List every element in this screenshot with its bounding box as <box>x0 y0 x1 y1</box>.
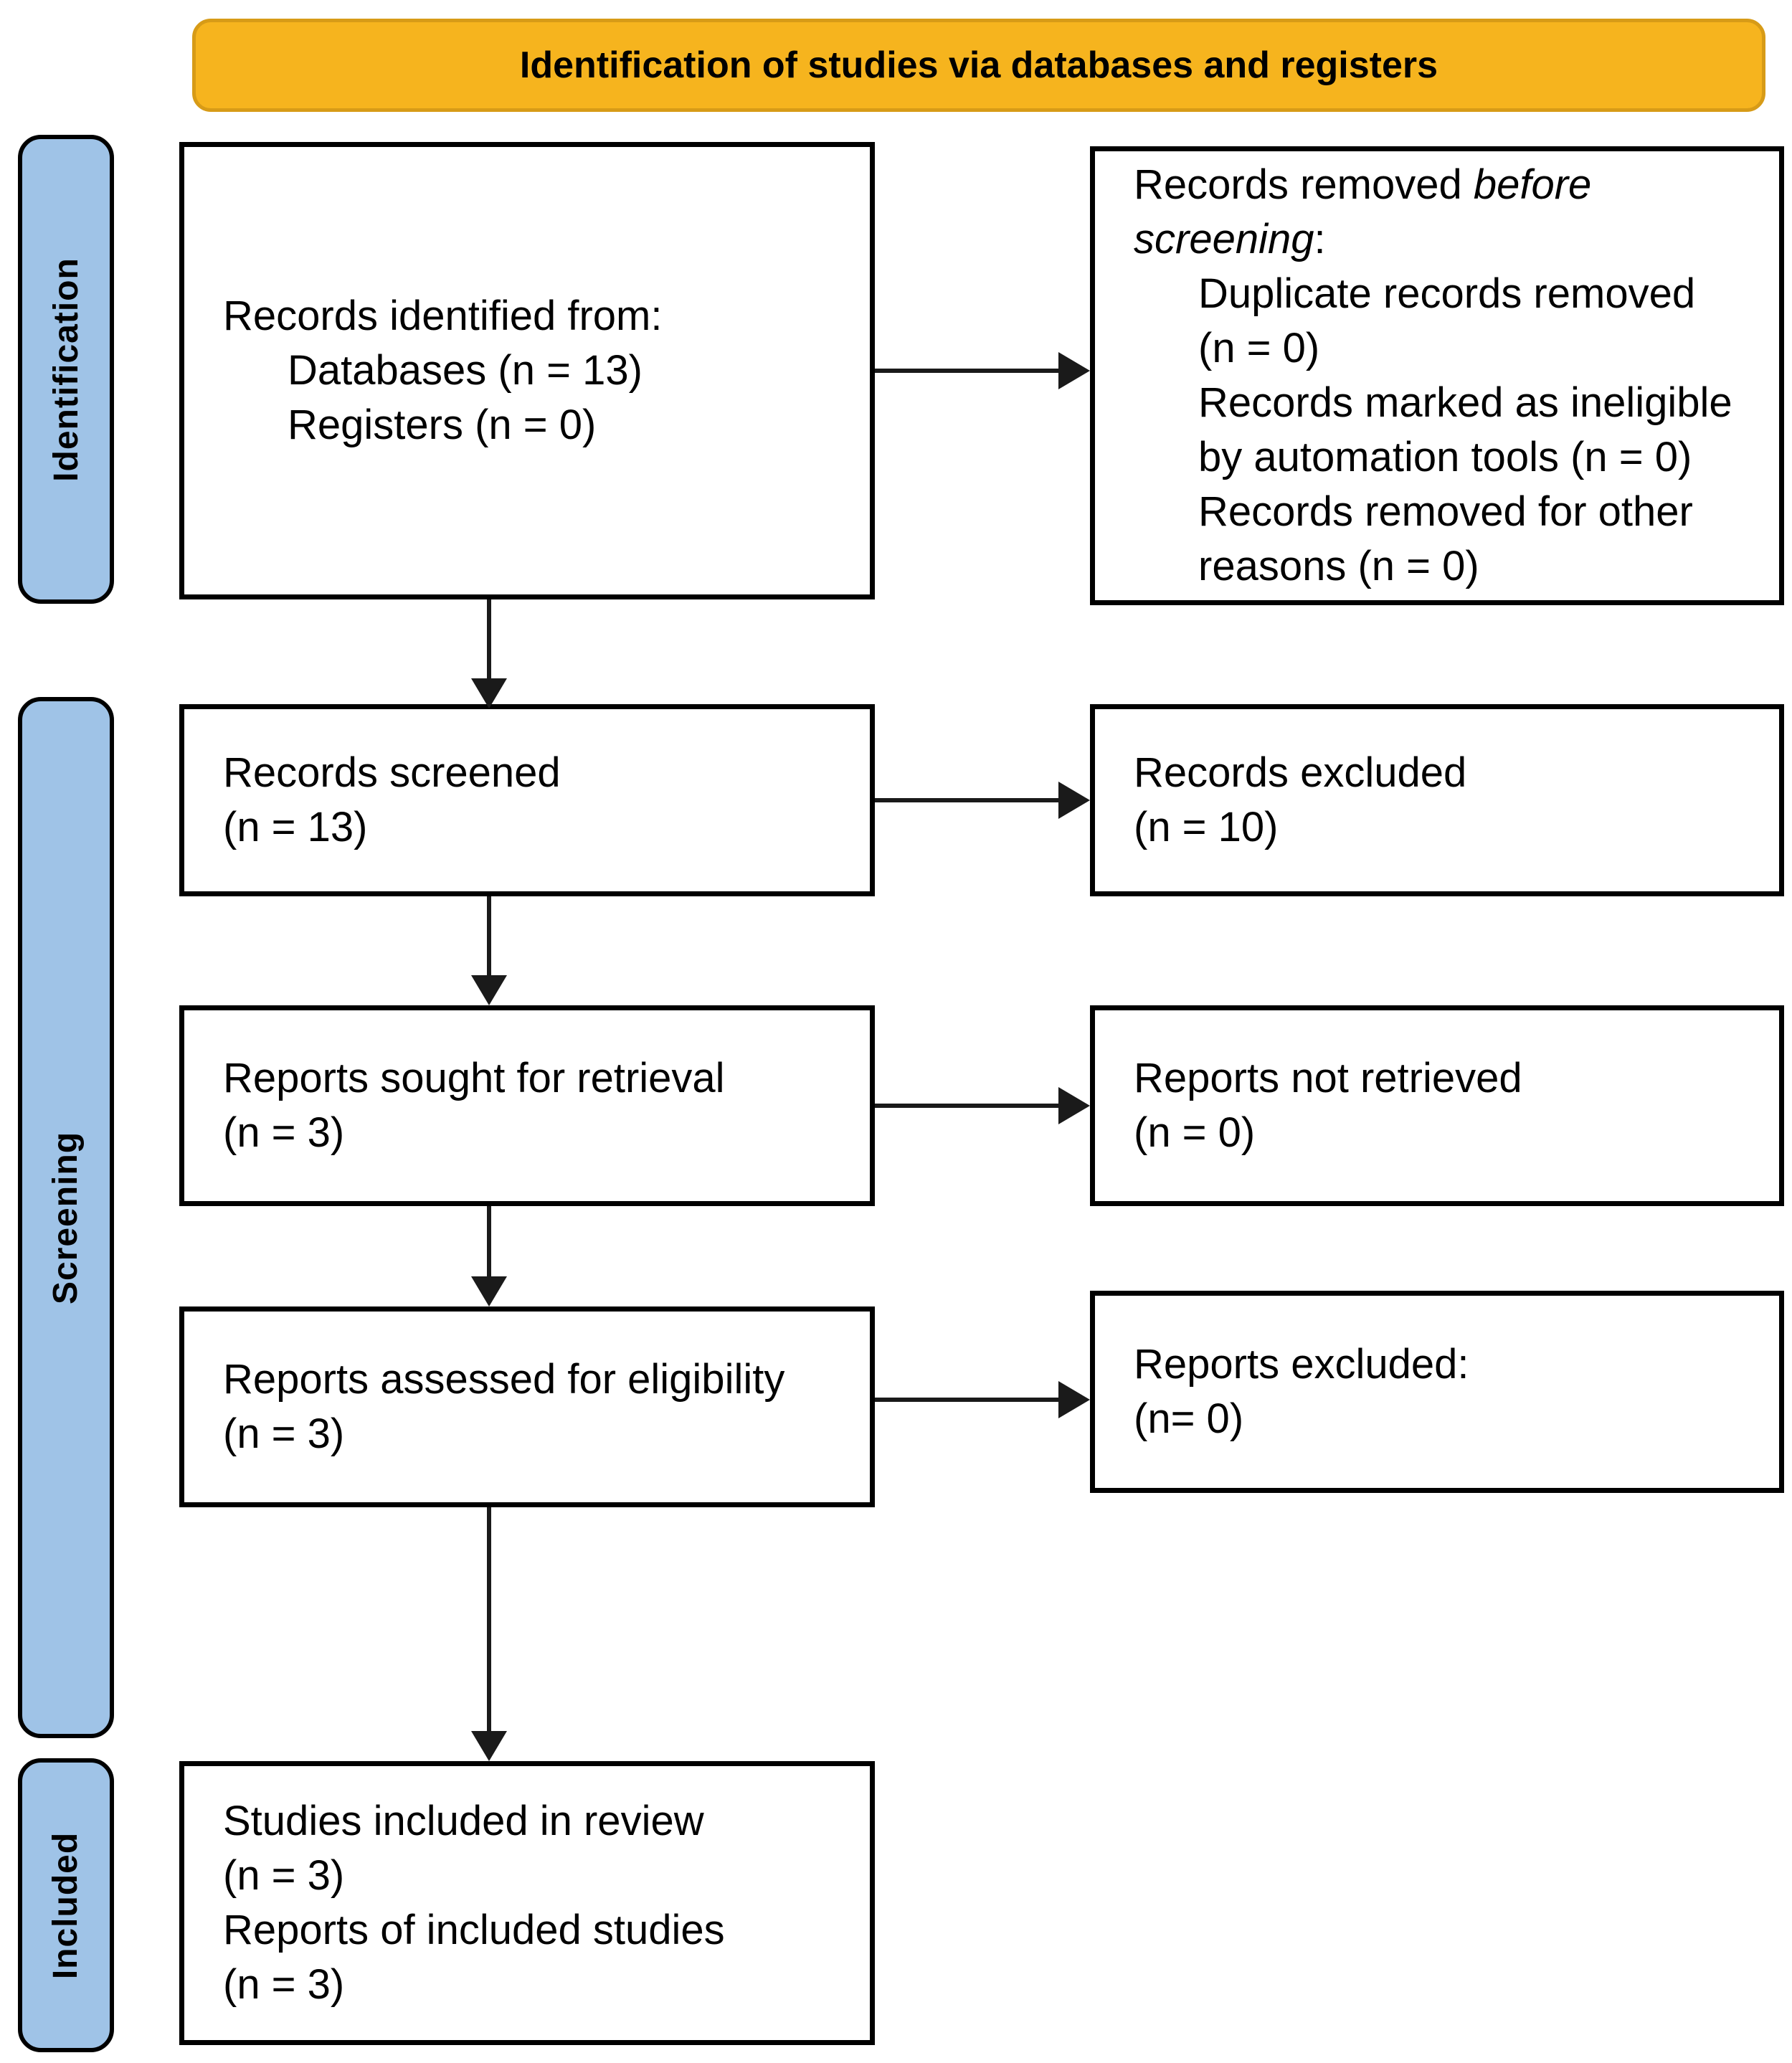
box-records-screened: Records screened (n = 13) <box>179 704 875 896</box>
stage-label-included: Included <box>18 1758 114 2052</box>
box-line: Records screened <box>223 749 561 796</box>
box-line: (n = 3) <box>223 1109 345 1156</box>
stage-label-screening-text: Screening <box>47 1131 85 1304</box>
box-studies-included-in-review: Studies included in review (n = 3) Repor… <box>179 1761 875 2045</box>
stage-label-included-text: Included <box>47 1831 85 1979</box>
box-reports-assessed-for-eligibility: Reports assessed for eligibility (n = 3) <box>179 1306 875 1507</box>
box-reports-sought-for-retrieval: Reports sought for retrieval (n = 3) <box>179 1005 875 1206</box>
box-line: (n = 3) <box>223 1410 345 1457</box>
stage-label-identification-text: Identification <box>47 257 85 482</box>
box-line: reasons (n = 0) <box>1198 543 1479 589</box>
stage-label-screening: Screening <box>18 697 114 1738</box>
banner-title: Identification of studies via databases … <box>192 19 1765 112</box>
box-line: (n = 10) <box>1134 804 1279 850</box>
box-line: (n = 3) <box>223 1961 345 2008</box>
box-records-removed-before-screening: Records removed before screening: Duplic… <box>1090 146 1784 605</box>
box-line: Reports sought for retrieval <box>223 1055 725 1101</box>
box-line: (n = 3) <box>223 1852 345 1899</box>
box-line: Reports not retrieved <box>1134 1055 1522 1101</box>
box-line: Reports assessed for eligibility <box>223 1356 785 1403</box>
box-line: Studies included in review <box>223 1798 704 1844</box>
box-line: Records identified from: <box>223 293 663 339</box>
box-line: (n = 0) <box>1134 1109 1256 1156</box>
stage-label-identification: Identification <box>18 135 114 604</box>
box-line: Records removed for other <box>1198 488 1693 535</box>
box-line: (n= 0) <box>1134 1395 1244 1442</box>
italic-text: before <box>1473 161 1592 208</box>
box-reports-not-retrieved: Reports not retrieved (n = 0) <box>1090 1005 1784 1206</box>
box-line: Records removed before <box>1134 161 1592 208</box>
box-reports-excluded: Reports excluded: (n= 0) <box>1090 1291 1784 1493</box>
box-records-identified: Records identified from: Databases (n = … <box>179 142 875 599</box>
box-line: Registers (n = 0) <box>288 402 597 448</box>
banner-title-text: Identification of studies via databases … <box>519 44 1438 86</box>
italic-text: screening <box>1134 216 1314 262</box>
box-line: Duplicate records removed <box>1198 270 1696 317</box>
box-line: Records excluded <box>1134 749 1467 796</box>
box-line: (n = 13) <box>223 804 368 850</box>
box-line: Databases (n = 13) <box>288 347 643 394</box>
box-line: screening: <box>1134 216 1326 262</box>
box-line: Reports of included studies <box>223 1907 725 1953</box>
box-line: by automation tools (n = 0) <box>1198 434 1692 480</box>
box-line: Records marked as ineligible <box>1198 379 1732 426</box>
box-line: Reports excluded: <box>1134 1341 1469 1388</box>
box-records-excluded: Records excluded (n = 10) <box>1090 704 1784 896</box>
box-line: (n = 0) <box>1198 325 1320 371</box>
